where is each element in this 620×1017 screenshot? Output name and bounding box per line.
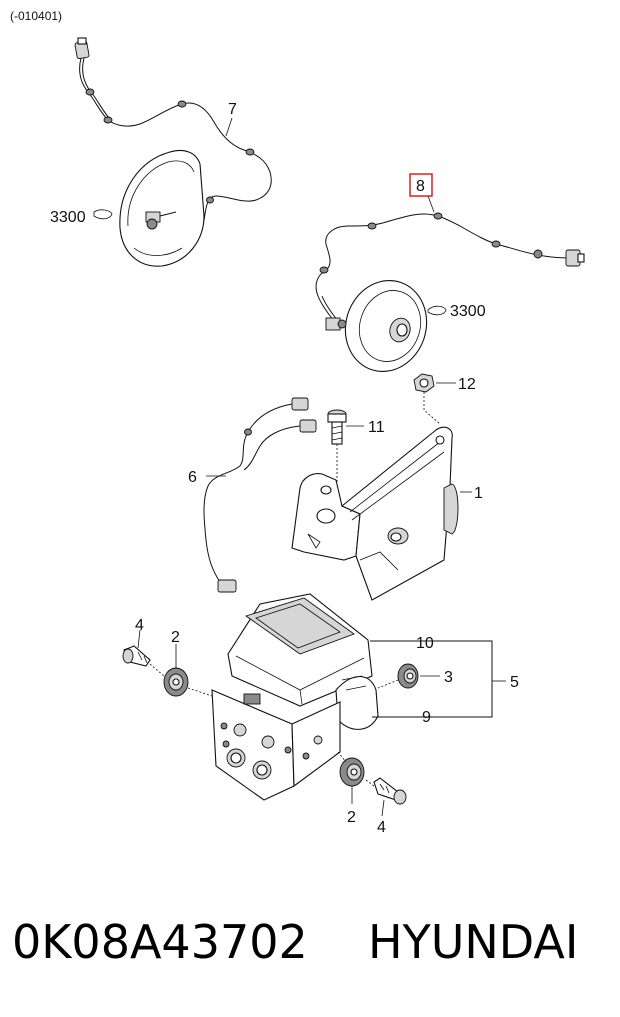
callout-2-top: 2 bbox=[171, 629, 180, 646]
bushing-3 bbox=[397, 663, 419, 689]
bushing-2-top bbox=[163, 667, 189, 697]
dotted-guide-2-top bbox=[149, 663, 213, 697]
leader-7 bbox=[225, 117, 233, 137]
part-number: 0K08A43702 bbox=[12, 915, 308, 969]
callout-6: 6 bbox=[188, 469, 197, 486]
harness-6 bbox=[203, 397, 317, 593]
callout-1: 1 bbox=[474, 485, 483, 502]
callout-10: 10 bbox=[416, 635, 434, 652]
callout-4-bottom: 4 bbox=[377, 819, 386, 836]
bushing-2-bottom bbox=[339, 757, 365, 787]
callout-9: 9 bbox=[422, 709, 431, 726]
callout-3300-left: 3300 bbox=[50, 209, 86, 226]
leader-8 bbox=[427, 195, 435, 213]
leader-bracket-5 bbox=[370, 640, 493, 718]
front-wheel-sensor-harness bbox=[74, 37, 272, 267]
ref-arrow-left-icon bbox=[93, 209, 113, 220]
brand-name: HYUNDAI bbox=[368, 915, 578, 969]
dotted-guide-4-bottom bbox=[337, 751, 375, 787]
hydraulic-unit bbox=[211, 593, 379, 801]
leader-4-bottom bbox=[381, 799, 385, 817]
callout-5: 5 bbox=[510, 674, 519, 691]
callout-11: 11 bbox=[368, 419, 385, 436]
nut-12 bbox=[413, 373, 435, 393]
bracket-1 bbox=[291, 426, 459, 601]
callout-8: 8 bbox=[416, 178, 425, 195]
bolt-11 bbox=[327, 409, 347, 445]
applicability-note: (-010401) bbox=[10, 9, 62, 23]
bolt-4-bottom bbox=[373, 777, 407, 805]
callout-12: 12 bbox=[458, 376, 476, 393]
callout-4-top: 4 bbox=[135, 617, 144, 634]
ref-arrow-right-icon bbox=[427, 305, 447, 316]
bolt-4-top bbox=[122, 645, 151, 667]
leader-4-top bbox=[137, 629, 141, 649]
callout-7: 7 bbox=[228, 101, 237, 118]
dotted-guide-3 bbox=[377, 679, 399, 689]
callout-3300-right: 3300 bbox=[450, 303, 486, 320]
callout-8-highlight-box bbox=[409, 173, 433, 197]
dotted-guide-12 bbox=[423, 392, 441, 425]
rear-wheel-sensor-harness bbox=[315, 212, 585, 373]
callout-2-bottom: 2 bbox=[347, 809, 356, 826]
callout-3: 3 bbox=[444, 669, 453, 686]
